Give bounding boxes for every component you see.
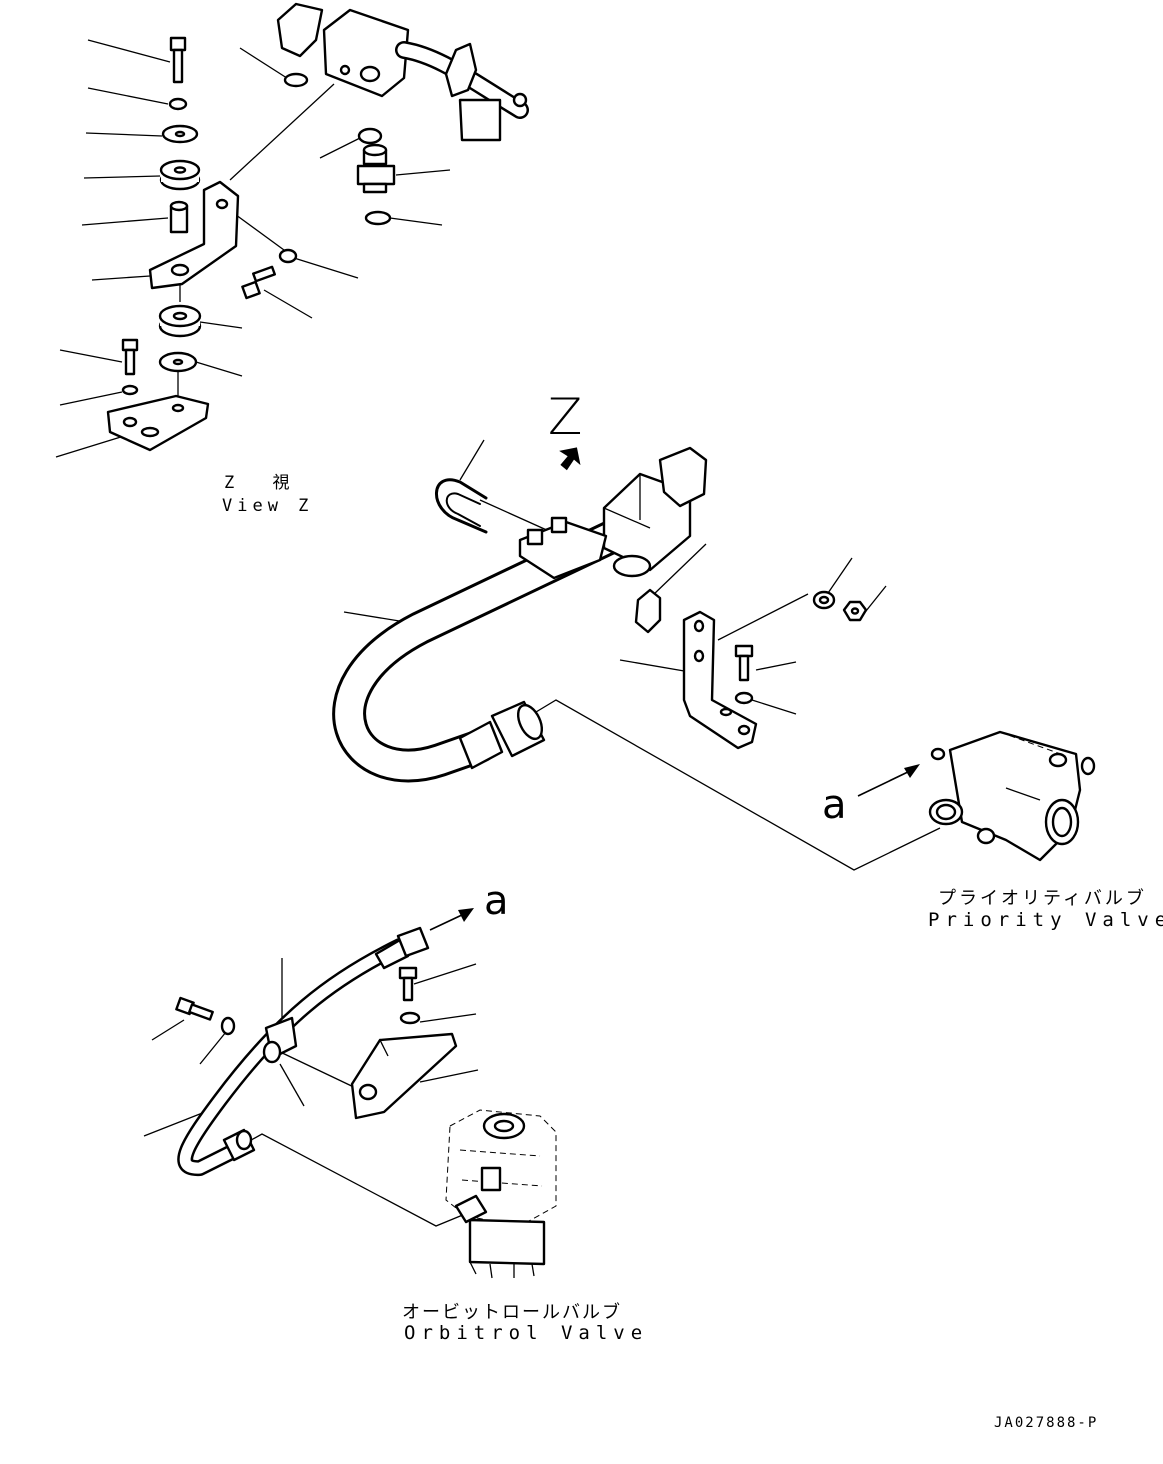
view-z-assembly: [55, 2, 529, 458]
o-ring-icon: [364, 210, 392, 226]
bolt-icon: [398, 966, 418, 1002]
l-bracket-icon: [148, 180, 240, 290]
orbitrol-valve-icon: [445, 1109, 557, 1279]
bolt-icon: [175, 996, 214, 1021]
hose-fitting-icon: [222, 926, 430, 1162]
connector-icon: [356, 143, 396, 194]
rubber-mount-icon: [159, 159, 201, 191]
view-z-title-jp: Z 視: [224, 473, 304, 493]
bolt-icon: [169, 36, 187, 84]
orbitrol-valve-label-en: Orbitrol Valve: [404, 1322, 649, 1344]
spring-washer-icon: [399, 1011, 421, 1025]
flat-washer-icon: [161, 124, 199, 144]
valve-block-icon: [602, 446, 708, 578]
hose-bracket-icon: [350, 1032, 458, 1120]
nut-icon: [842, 600, 868, 622]
collar-icon: [169, 200, 189, 234]
spring-washer-icon: [220, 1016, 236, 1036]
hose-fitting-icon: [458, 700, 546, 770]
view-z-arrow-icon: [559, 447, 581, 471]
priority-valve-label-jp: プライオリティバルブ: [938, 888, 1147, 909]
u-clip-icon: [435, 478, 488, 534]
callout-arrow-a-orbitrol: [429, 908, 474, 931]
spring-washer-icon: [734, 691, 754, 705]
spring-washer-icon: [168, 97, 188, 111]
priority-valve-label-en: Priority Valve: [928, 909, 1163, 931]
spring-washer-icon: [121, 384, 139, 396]
l-bracket-icon: [682, 610, 758, 750]
priority-callout-letter: a: [822, 782, 847, 828]
hose-block-icon: [276, 2, 529, 142]
view-z-title-en: View Z: [222, 496, 314, 516]
view-z-leader-lines: [55, 39, 451, 458]
o-ring-icon: [357, 127, 383, 145]
bolt-icon: [121, 338, 139, 376]
bolt-icon: [241, 265, 276, 300]
orbitrol-leader-lines: [143, 958, 479, 1227]
view-z-letter: Z: [548, 388, 583, 446]
mounting-plate-icon: [106, 394, 210, 452]
main-pipe-assembly: [332, 439, 941, 871]
tube-clamp-icon: [518, 516, 608, 580]
clip-icon: [634, 588, 662, 634]
bolt-icon: [734, 644, 754, 682]
priority-valve-icon: [928, 730, 1096, 862]
washer-icon: [812, 590, 836, 610]
callout-arrow-a-priority: [857, 764, 920, 797]
orbitrol-callout-letter: a: [484, 878, 509, 924]
rubber-mount-icon: [158, 304, 202, 338]
drawing-number: JA027888-P: [994, 1415, 1099, 1431]
flat-washer-icon: [158, 351, 198, 373]
orbitrol-valve-label-jp: オービットロールバルブ: [402, 1302, 622, 1323]
orbitrol-hose-assembly: [143, 908, 557, 1279]
o-ring-icon: [278, 248, 298, 264]
o-ring-icon: [283, 72, 309, 88]
hose-clamp-icon: [262, 1016, 298, 1064]
